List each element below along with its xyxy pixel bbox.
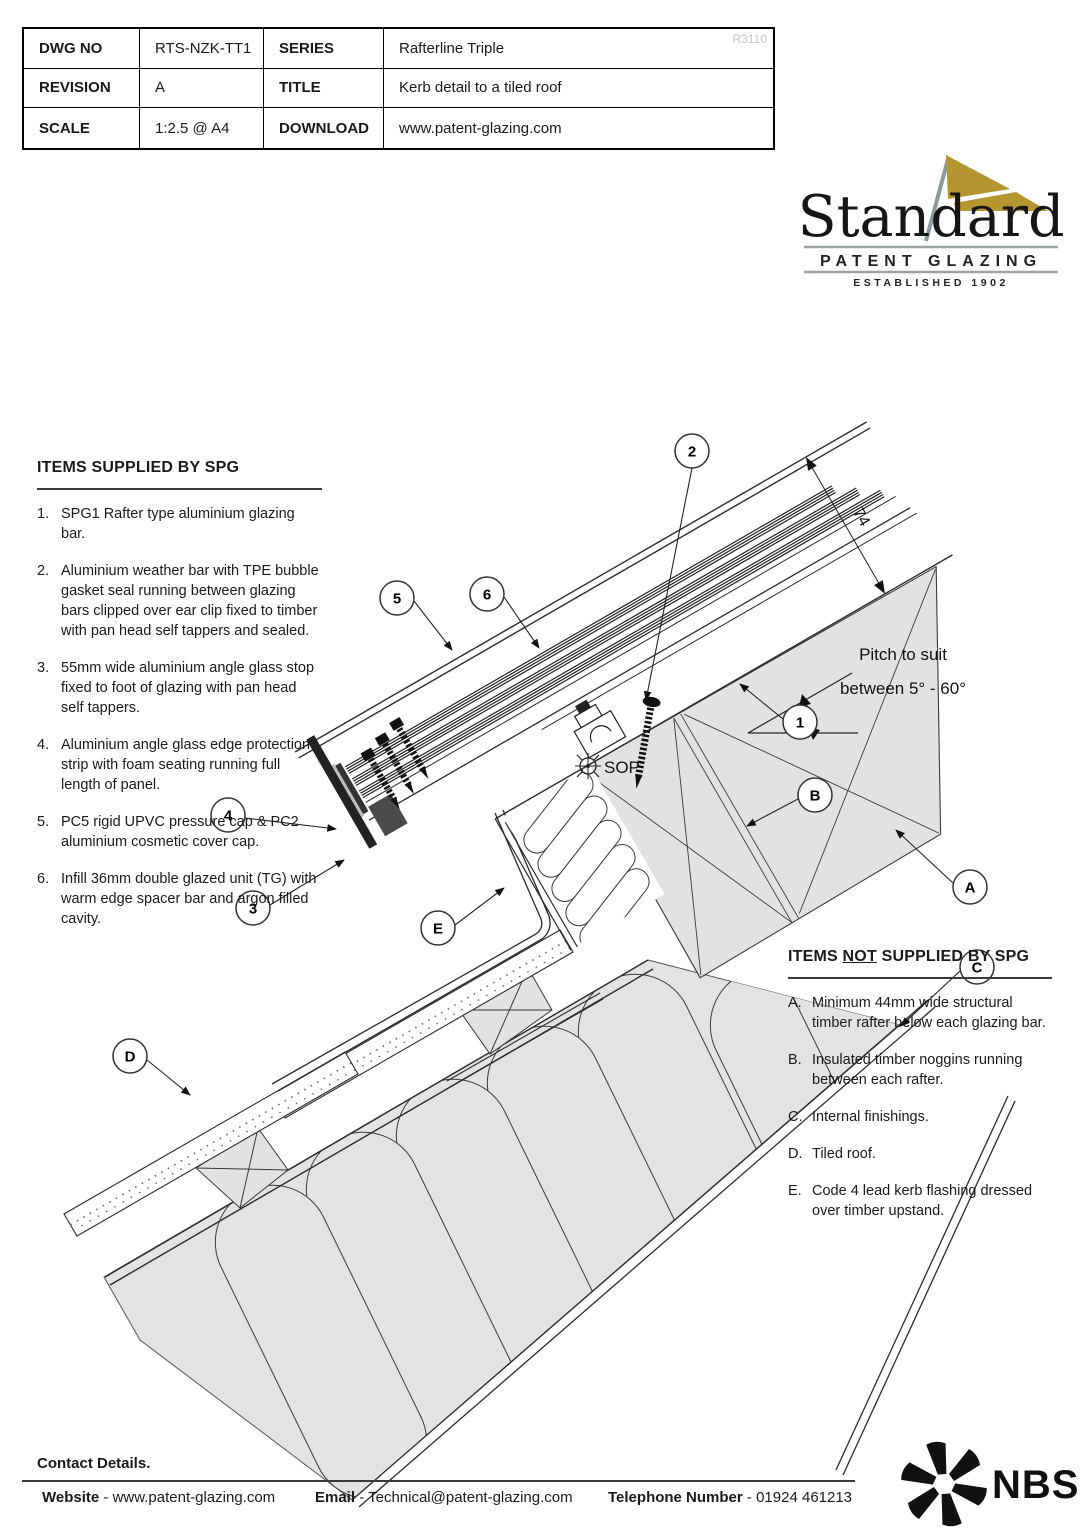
title-label: TITLE [264,68,384,109]
phone-value: 01924 461213 [756,1489,853,1506]
list-item: B.Insulated timber noggins running betwe… [788,1052,1023,1089]
items-supplied-heading: ITEMS SUPPLIED BY SPG [37,457,322,491]
sheet-ref: R3110 [732,32,767,46]
svg-text:A: A [965,880,976,897]
revision-value: A [140,68,264,109]
list-item: E.Code 4 lead kerb flashing dressed over… [788,1183,1033,1220]
glazing-assembly: 74 [294,421,953,979]
svg-text:C: C [972,960,983,977]
email-value[interactable]: Technical@patent-glazing.com [368,1489,573,1506]
svg-text:1: 1 [796,715,804,732]
kerb-insulation-quilt [503,766,665,945]
website-label: Website [42,1489,100,1506]
dwg-no-label: DWG NO [24,29,140,69]
pitch-note-line1: Pitch to suit [859,645,947,664]
nbs-flower-icon [901,1441,987,1527]
svg-text:6: 6 [483,587,491,604]
list-item: 1.SPG1 Rafter type aluminium glazing bar… [37,506,295,543]
list-item: 5.PC5 rigid UPVC pressure cap & PC2 alum… [37,814,299,851]
logo-wordmark: Standard [798,184,1064,250]
callout-3: 3 [235,890,271,926]
callout-A: A [952,869,988,905]
logo-established: ESTABLISHED 1902 [853,277,1009,287]
glass-stop-detail [306,735,408,849]
contact-details-heading: Contact Details. [37,1455,151,1472]
sop-marker: SOP [575,753,640,779]
series-value: Rafterline Triple [384,29,773,69]
company-logo: Standard PATENT GLAZING ESTABLISHED 1902 [798,139,1064,289]
contact-website: Website - www.patent-glazing.com [42,1489,276,1506]
list-item: D.Tiled roof. [788,1146,876,1163]
foot-screws [360,717,429,810]
callout-6: 6 [469,576,505,612]
email-label: Email [315,1489,356,1506]
dwg-no-value: RTS-NZK-TT1 [140,29,264,69]
leader-lines [146,467,961,1096]
glazing-bar-lines [365,495,953,821]
list-item: A.Minimum 44mm wide structural timber ra… [788,995,1046,1032]
nbs-logo: NBS [900,1438,1080,1530]
callout-D: D [112,1038,148,1074]
download-label: DOWNLOAD [264,108,384,148]
svg-text:D: D [125,1049,136,1066]
tiled-roof [63,929,604,1237]
list-item: 3.55mm wide aluminium angle glass stop f… [37,660,315,717]
callout-E: E [420,910,456,946]
glass-pane-lines [344,485,885,799]
svg-text:2: 2 [688,444,696,461]
svg-text:5: 5 [393,591,401,608]
revision-label: REVISION [24,68,140,109]
pitch-angle-annotation: Pitch to suit between 5° - 60° [747,645,966,740]
svg-text:E: E [433,921,443,938]
title-value: Kerb detail to a tiled roof [384,69,773,109]
items-supplied-section: ITEMS SUPPLIED BY SPG 1.SPG1 Rafter type… [37,457,322,929]
svg-text:B: B [810,788,821,805]
list-item: 6.Infill 36mm double glazed unit (TG) wi… [37,871,317,928]
series-label: SERIES [264,29,384,69]
flag-icon [946,155,1048,211]
scale-value: 1:2.5 @ A4 [140,108,264,148]
timber-rafter-area [581,565,942,979]
contact-phone: Telephone Number - 01924 461213 [608,1489,853,1506]
callout-4: 4 [210,797,246,833]
weather-bar-clip [573,699,627,759]
svg-text:3: 3 [249,901,257,918]
callout-1: 1 [782,704,818,740]
callout-balloons: 2 5 6 1 4 3 E [112,433,995,1074]
lead-flashing [271,809,551,1092]
dimension-74-label: 74 [849,505,873,529]
items-not-supplied-heading: ITEMS NOT SUPPLIED BY SPG [788,946,1052,980]
svg-text:4: 4 [224,808,233,825]
website-value[interactable]: www.patent-glazing.com [112,1489,276,1506]
list-item: 4.Aluminium angle glass edge protection … [37,737,311,794]
callout-2: 2 [674,433,710,469]
callout-B: B [797,777,833,813]
footer-divider [22,1480,855,1482]
scale-label: SCALE [24,108,140,148]
phone-label: Telephone Number [608,1489,743,1506]
contact-email: Email - Technical@patent-glazing.com [315,1489,573,1506]
logo-tagline: PATENT GLAZING [820,253,1042,270]
callout-C: C [959,949,995,985]
pressure-cap-lines [294,421,871,759]
nbs-label: NBS [992,1463,1079,1507]
items-not-supplied-section: ITEMS NOT SUPPLIED BY SPG A.Minimum 44mm… [788,946,1052,1221]
flag-pole [924,158,950,242]
dimension-74: 74 [805,457,885,594]
list-item: 2.Aluminium weather bar with TPE bubble … [37,563,319,640]
title-block: DWG NO RTS-NZK-TT1 SERIES Rafterline Tri… [22,27,775,150]
callout-5: 5 [379,580,415,616]
sop-label: SOP [604,758,640,777]
timber-noggin-boxes [195,967,553,1209]
list-item: C.Internal finishings. [788,1109,929,1126]
pitch-note-line2: between 5° - 60° [840,679,966,698]
internal-finishings-lines [351,999,1016,1508]
download-value[interactable]: www.patent-glazing.com [399,119,562,137]
